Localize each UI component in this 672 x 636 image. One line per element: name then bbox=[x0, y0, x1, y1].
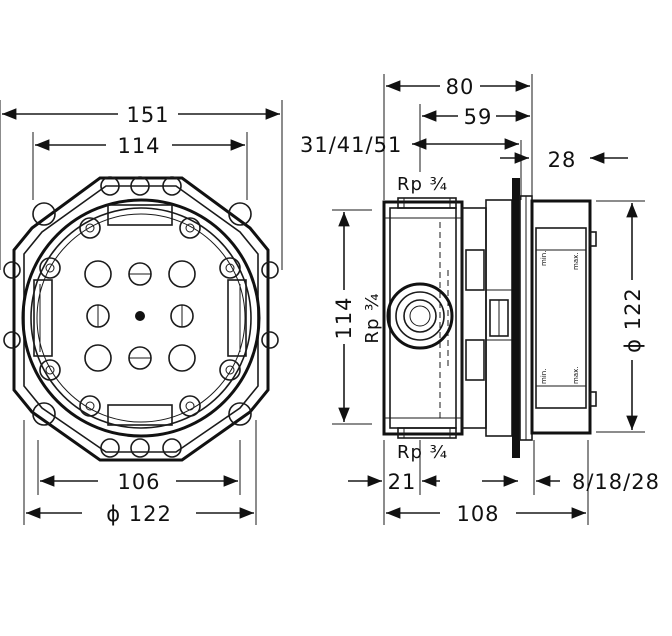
side-thread-bottom: Rp ¾ bbox=[397, 442, 448, 463]
front-ring-bosses bbox=[39, 217, 241, 417]
front-dim-diameter: ϕ 122 bbox=[106, 502, 172, 526]
front-port-pattern bbox=[84, 260, 196, 372]
front-dim-top-inner: 114 bbox=[117, 134, 160, 158]
side-dim-plaster-set: 8/18/28 bbox=[572, 470, 660, 494]
side-dim-diameter-122: ϕ 122 bbox=[621, 287, 645, 353]
side-mark-min-bottom: min. bbox=[540, 369, 548, 384]
front-mounting-lugs bbox=[3, 176, 279, 458]
side-dim-height-114: 114 bbox=[332, 296, 356, 339]
side-dim-depth-80: 80 bbox=[446, 75, 475, 99]
side-dim-28: 28 bbox=[548, 148, 577, 172]
side-dim-depth-set: 31/41/51 bbox=[300, 133, 402, 157]
front-dim-overall-width: 151 bbox=[126, 103, 169, 127]
side-dim-108: 108 bbox=[456, 502, 499, 526]
front-view: 151 114 bbox=[0, 100, 283, 526]
side-dim-depth-59: 59 bbox=[464, 105, 493, 129]
side-thread-side: Rp ¾ bbox=[362, 292, 383, 343]
side-thread-top: Rp ¾ bbox=[397, 174, 448, 195]
side-mark-max-bottom: max. bbox=[572, 367, 580, 384]
side-mark-max-top: max. bbox=[572, 253, 580, 270]
side-dim-21: 21 bbox=[388, 470, 417, 494]
front-dim-bottom-inner: 106 bbox=[117, 470, 160, 494]
side-mark-min-top: min. bbox=[540, 251, 548, 266]
side-view: 80 59 31/41/51 28 Rp ¾ 114 Rp ¾ bbox=[300, 74, 660, 526]
